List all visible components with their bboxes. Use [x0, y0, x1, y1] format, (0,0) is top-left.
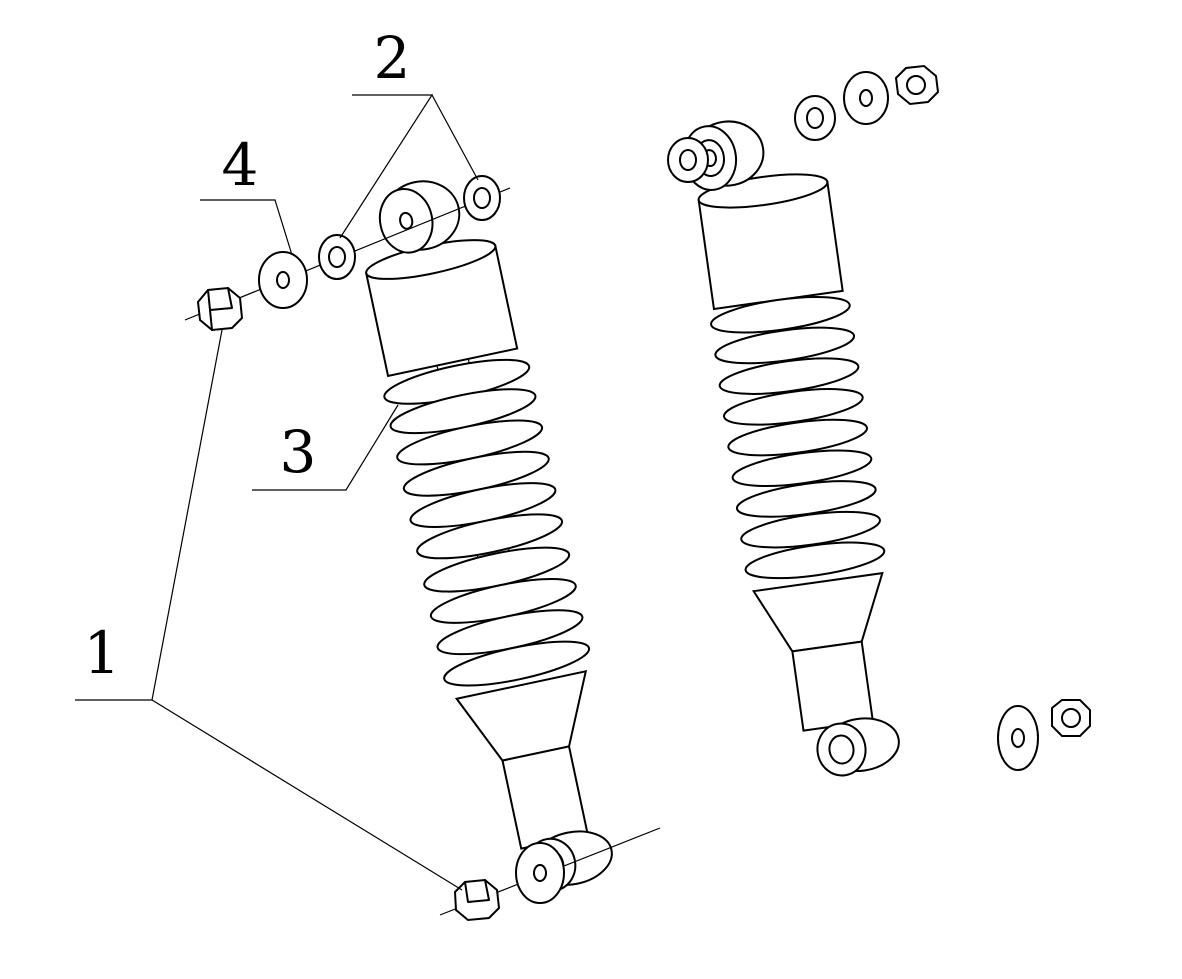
- lower-cap-nut: [453, 878, 501, 922]
- spacer-washer-2b: [463, 175, 501, 221]
- left-spring: [383, 358, 591, 687]
- right-upper-hardware: [667, 64, 940, 183]
- callout-2: 2: [374, 24, 411, 92]
- upper-cap-nut: [196, 286, 244, 332]
- lower-washer: [515, 842, 565, 904]
- right-shock-absorber: [682, 120, 900, 777]
- right-lower-hardware: [997, 699, 1091, 771]
- left-shock-absorber: [365, 180, 613, 892]
- leader-lines: [75, 94, 479, 891]
- upper-washer-4: [258, 251, 308, 309]
- right-spring: [710, 295, 886, 580]
- spacer-washer-2a: [318, 234, 356, 280]
- callout-1: 1: [84, 619, 121, 687]
- callout-3: 3: [280, 418, 317, 486]
- callout-4: 4: [222, 131, 259, 199]
